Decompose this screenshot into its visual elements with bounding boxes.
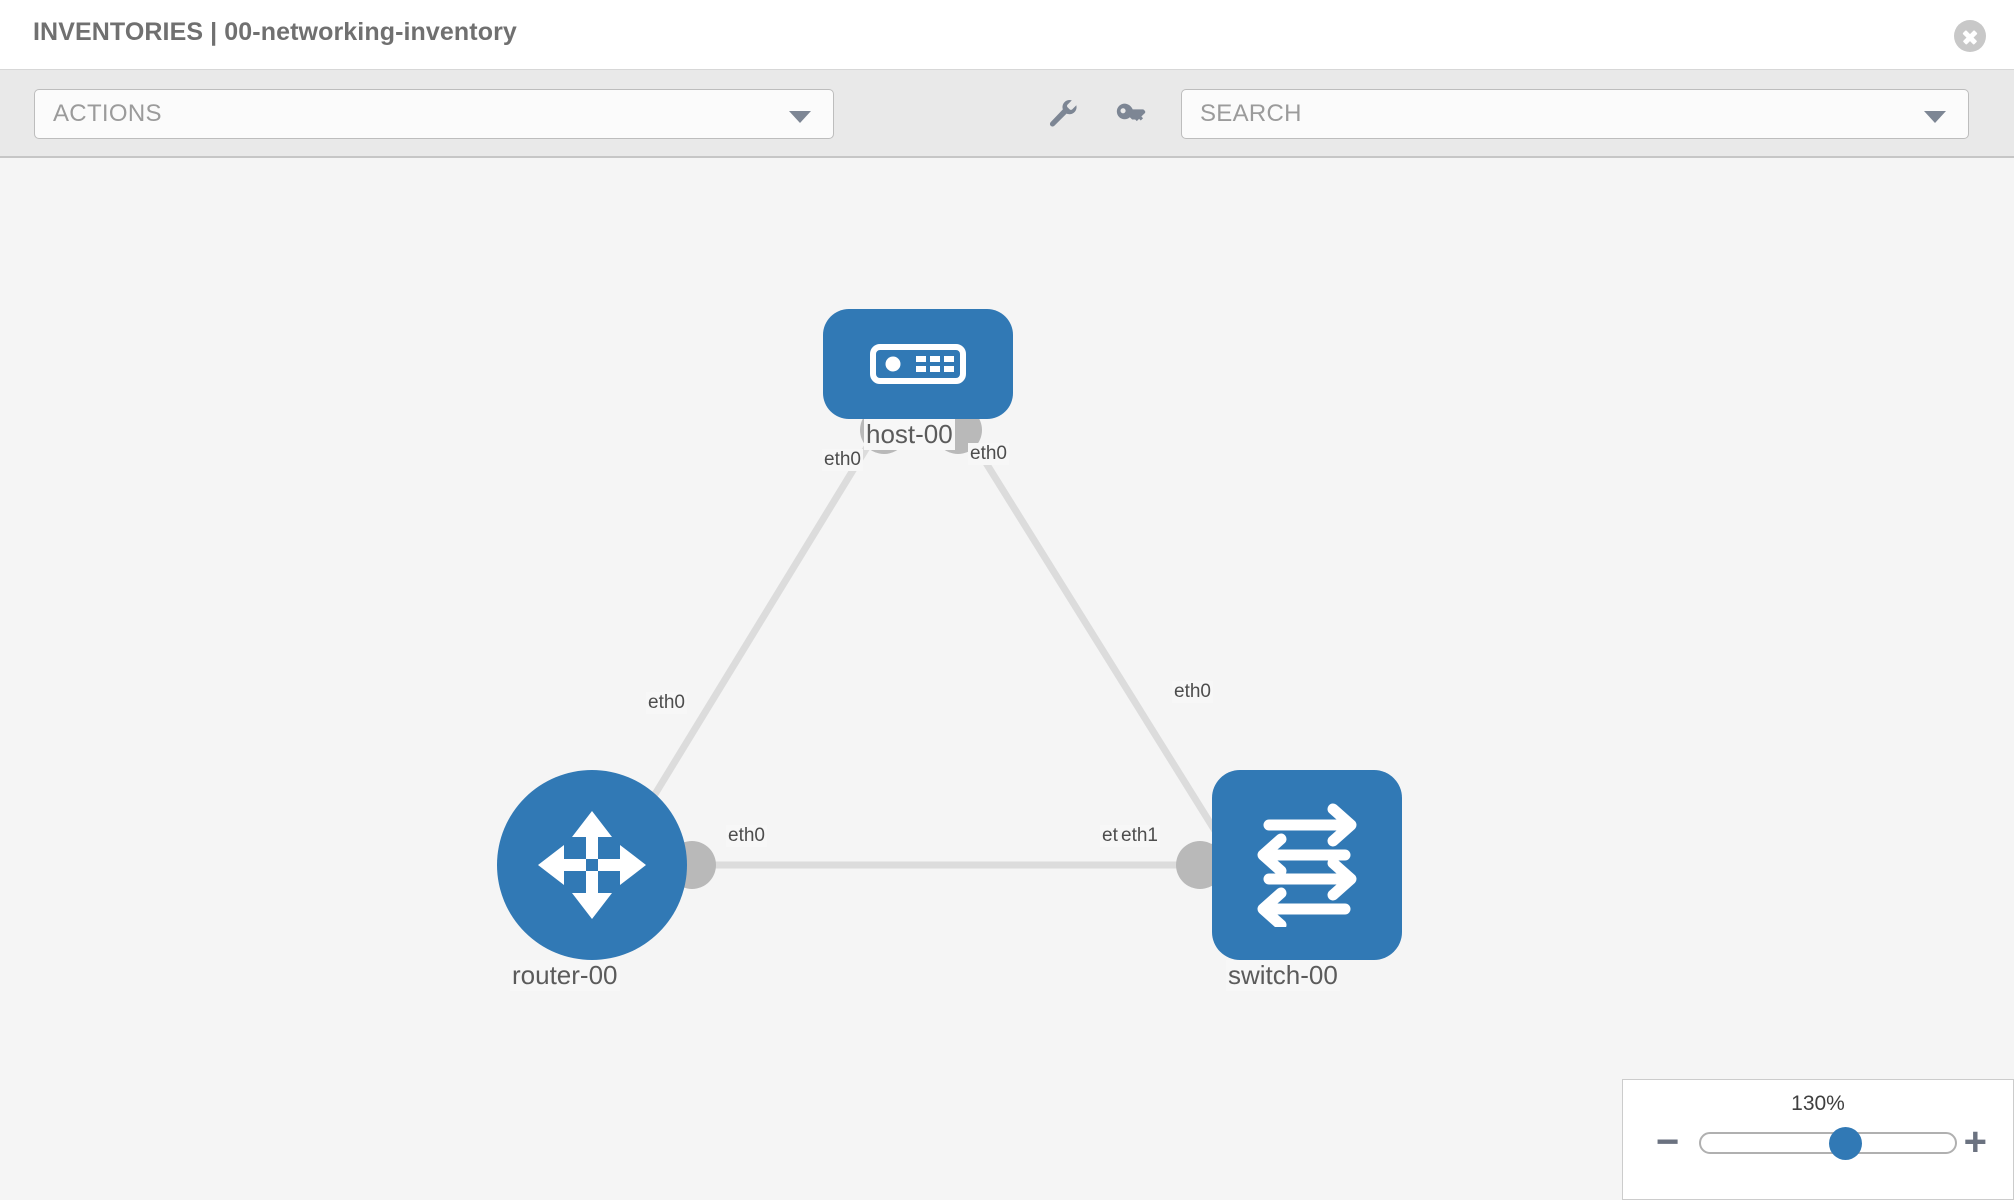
topology-canvas[interactable]: host-00 router-00	[0, 158, 2014, 1200]
chevron-down-icon	[1924, 111, 1946, 123]
switch-icon-shape[interactable]	[1212, 770, 1402, 960]
node-label-router-00[interactable]: router-00	[510, 960, 620, 991]
edge-label-switch-left-eth1: eth1	[1119, 825, 1160, 847]
zoom-in-button[interactable]: +	[1963, 1120, 1987, 1164]
zoom-slider[interactable]	[1699, 1127, 1957, 1160]
zoom-slider-thumb[interactable]	[1829, 1127, 1863, 1160]
window-header: INVENTORIES | 00-networking-inventory	[0, 0, 2014, 70]
toolbar: ACTIONS SEARCH	[0, 70, 2014, 158]
search-placeholder: SEARCH	[1200, 100, 1302, 127]
page-title: INVENTORIES | 00-networking-inventory	[33, 18, 517, 46]
router-arrows-icon	[538, 811, 646, 919]
edge-label-host-left: eth0	[822, 449, 863, 471]
edge-label-router-upper: eth0	[646, 692, 687, 714]
node-label-switch-00[interactable]: switch-00	[1226, 960, 1340, 991]
search-input[interactable]: SEARCH	[1181, 89, 1969, 139]
router-icon-shape[interactable]	[497, 770, 687, 960]
edge-label-router-right: eth0	[726, 825, 767, 847]
host-icon-shape[interactable]	[823, 309, 1013, 419]
topology-links	[613, 406, 1258, 889]
wrench-icon[interactable]	[1046, 98, 1080, 132]
zoom-control-panel: 130% − +	[1622, 1079, 2014, 1200]
edge-label-switch-upper: eth0	[1172, 681, 1213, 703]
zoom-level-value: 130%	[1791, 1092, 1845, 1115]
close-icon[interactable]	[1954, 20, 1986, 52]
server-icon	[870, 344, 966, 384]
edge-label-host-right: eth0	[968, 443, 1009, 465]
actions-dropdown-label: ACTIONS	[53, 100, 162, 127]
actions-dropdown[interactable]: ACTIONS	[34, 89, 834, 139]
node-label-host-00[interactable]: host-00	[864, 419, 955, 450]
switch-arrows-icon	[1257, 803, 1357, 927]
link-host-switch	[960, 424, 1235, 860]
connector-nubs	[668, 406, 1258, 889]
link-host-router	[613, 424, 883, 860]
chevron-down-icon	[789, 111, 811, 123]
zoom-out-button[interactable]: −	[1656, 1120, 1680, 1164]
key-icon[interactable]	[1114, 98, 1148, 132]
